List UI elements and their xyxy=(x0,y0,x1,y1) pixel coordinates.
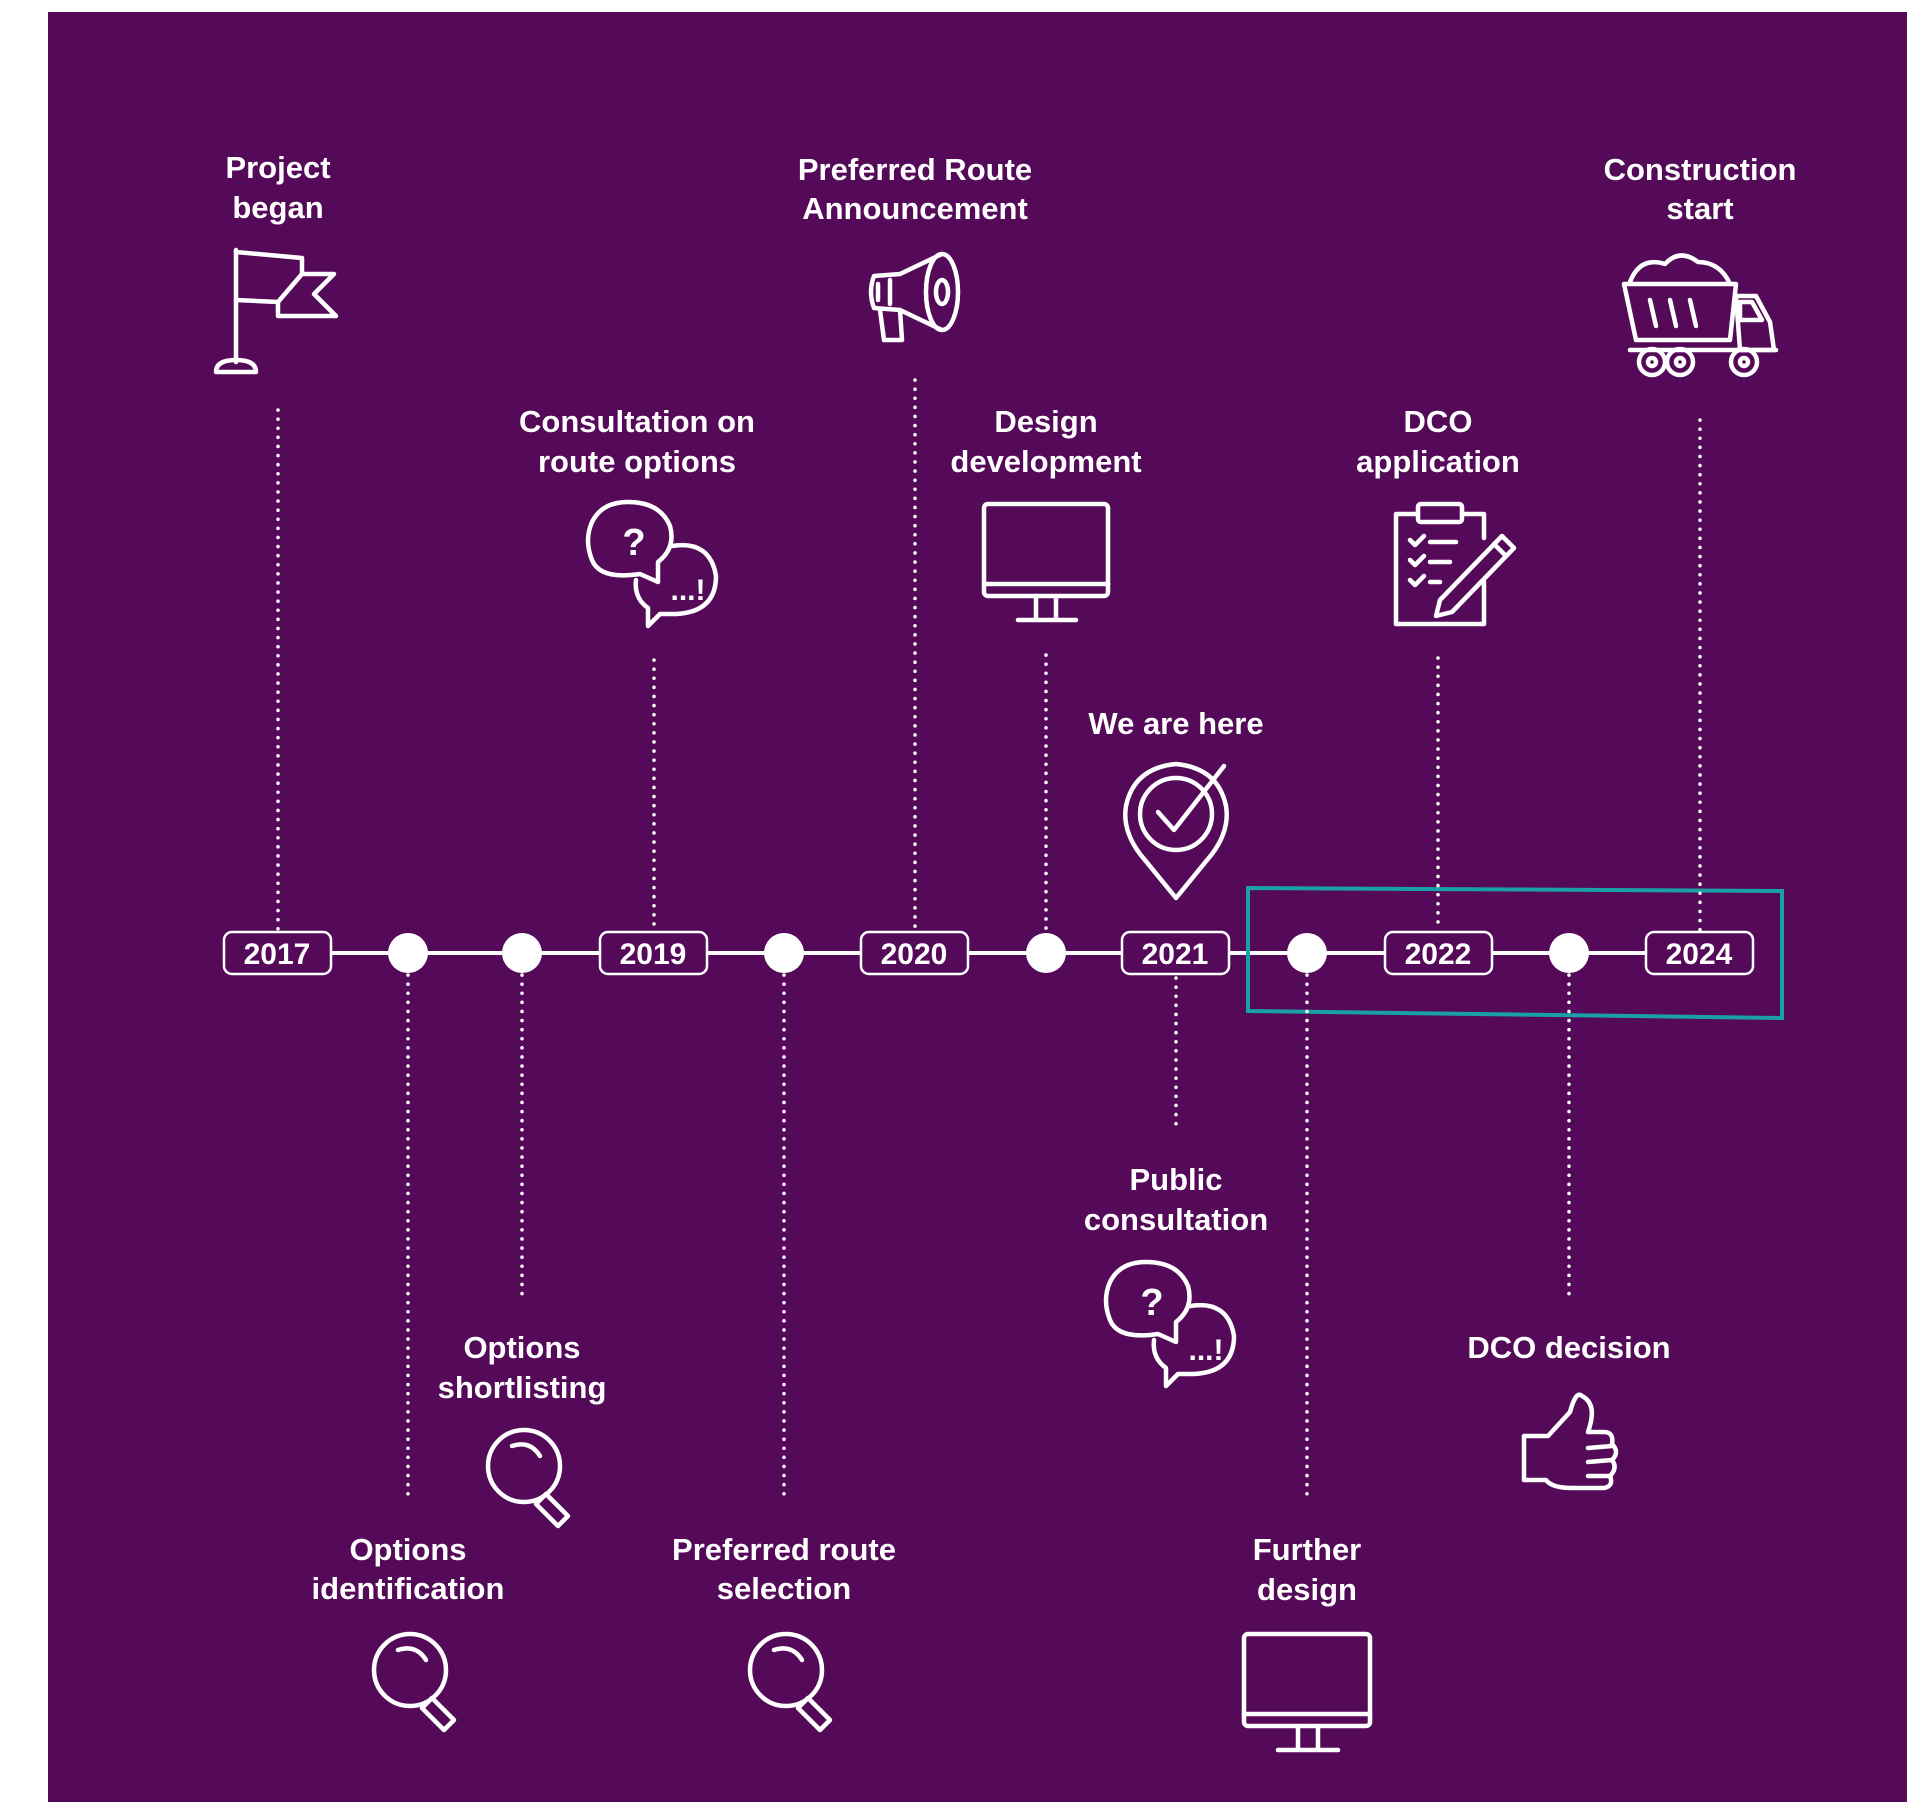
timeline-dot xyxy=(388,933,428,973)
milestone-preferred-route-announcement: Preferred Route Announcement xyxy=(798,152,1032,343)
milestone-label: We are here xyxy=(1088,706,1263,741)
year-2024: 2024 xyxy=(1644,930,1755,976)
year-2021: 2021 xyxy=(1120,930,1231,976)
milestone-label: Further xyxy=(1253,1532,1362,1567)
svg-text:...!: ...! xyxy=(1189,1334,1224,1367)
svg-text:2022: 2022 xyxy=(1405,938,1472,971)
milestone-label: Project xyxy=(225,150,330,185)
svg-text:2019: 2019 xyxy=(620,938,687,971)
milestone-label: Design xyxy=(994,404,1097,439)
milestone-label: consultation xyxy=(1084,1202,1268,1237)
svg-text:?: ? xyxy=(1140,1282,1163,1324)
monitor-icon xyxy=(981,501,1111,623)
svg-text:2017: 2017 xyxy=(244,938,311,971)
milestone-label: route options xyxy=(538,444,736,479)
speech-bubbles-icon: ? ...! xyxy=(1103,1259,1237,1389)
year-2019: 2019 xyxy=(598,930,709,976)
clipboard-pencil-icon xyxy=(1393,501,1517,627)
milestone-options-identification: Options identification xyxy=(312,1532,505,1733)
milestone-label: Construction xyxy=(1604,152,1797,187)
timeline-dot xyxy=(1287,933,1327,973)
milestone-label: Consultation on xyxy=(519,404,755,439)
milestone-options-shortlisting: Options shortlisting xyxy=(438,1330,607,1529)
milestone-label: selection xyxy=(717,1571,851,1606)
milestone-project-began: Project began xyxy=(213,150,339,375)
monitor-icon xyxy=(1241,1631,1373,1753)
thumbs-up-icon xyxy=(1521,1392,1619,1491)
megaphone-icon xyxy=(868,251,961,343)
milestone-label: start xyxy=(1666,191,1733,226)
timeline-dot xyxy=(502,933,542,973)
highlight-box xyxy=(1246,885,1784,1021)
location-check-icon xyxy=(1123,761,1229,901)
milestone-preferred-route-selection: Preferred route selection xyxy=(672,1532,896,1733)
milestone-public-consultation: Public consultation ? ...! xyxy=(1084,1162,1268,1389)
year-2020: 2020 xyxy=(859,930,970,976)
milestone-design-development: Design development xyxy=(950,404,1142,623)
milestone-label: shortlisting xyxy=(438,1370,607,1405)
milestone-label: application xyxy=(1356,444,1520,479)
svg-text:?: ? xyxy=(622,522,645,564)
speech-bubbles-icon: ? ...! xyxy=(585,499,719,629)
milestone-label: design xyxy=(1257,1572,1357,1607)
milestone-label: identification xyxy=(312,1571,505,1606)
milestone-label: Public xyxy=(1129,1162,1222,1197)
milestone-label: Preferred Route xyxy=(798,152,1032,187)
dump-truck-icon xyxy=(1621,253,1779,378)
magnifier-icon xyxy=(371,1631,457,1733)
svg-text:...!: ...! xyxy=(671,574,706,607)
milestone-dco-application: DCO application xyxy=(1356,404,1520,627)
flag-icon xyxy=(213,247,339,375)
milestone-we-are-here: We are here xyxy=(1088,706,1264,901)
milestone-label: development xyxy=(950,444,1141,479)
svg-text:2021: 2021 xyxy=(1142,938,1209,971)
svg-text:2020: 2020 xyxy=(881,938,948,971)
milestone-label: Options xyxy=(349,1532,466,1567)
timeline-dot xyxy=(1549,933,1589,973)
milestone-label: began xyxy=(232,190,323,225)
magnifier-icon xyxy=(747,1631,833,1733)
milestone-label: DCO decision xyxy=(1467,1330,1670,1365)
timeline-dot xyxy=(764,933,804,973)
milestone-construction-start: Construction start xyxy=(1604,152,1797,378)
timeline-panel xyxy=(48,12,1907,1802)
svg-text:2024: 2024 xyxy=(1666,938,1733,971)
milestone-consultation-route-options: Consultation on route options ? ...! xyxy=(519,404,755,629)
milestone-further-design: Further design xyxy=(1241,1532,1373,1753)
milestone-label: Preferred route xyxy=(672,1532,896,1567)
magnifier-icon xyxy=(485,1427,571,1529)
milestone-label: Announcement xyxy=(802,191,1028,226)
year-2022: 2022 xyxy=(1383,930,1494,976)
year-2017: 2017 xyxy=(222,930,333,976)
timeline-dot xyxy=(1026,933,1066,973)
milestone-dco-decision: DCO decision xyxy=(1467,1330,1671,1491)
milestone-label: DCO xyxy=(1404,404,1473,439)
milestone-label: Options xyxy=(463,1330,580,1365)
